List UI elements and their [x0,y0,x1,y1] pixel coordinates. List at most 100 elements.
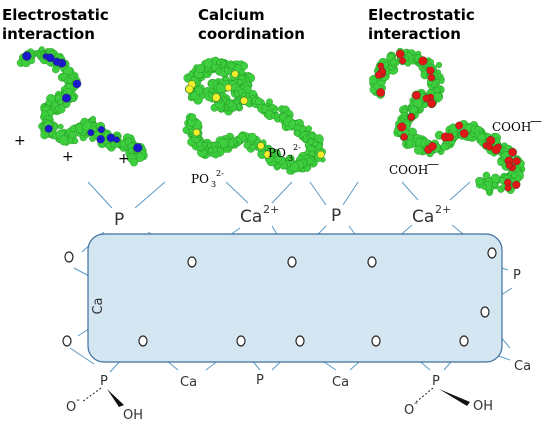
phosphate-label-sub: 3 [211,180,216,189]
phosphate-label-sub: 3 [288,154,293,163]
protein-atom [511,172,518,179]
charged-residue-atom [399,57,407,65]
charged-residue-atom [504,184,512,192]
oxide-charge: - [76,393,80,406]
charged-residue-atom [185,85,194,94]
header-middle-line1: Calcium [198,6,265,24]
protein-atom [57,98,64,105]
protein-atom [189,113,197,121]
protein-middle-image [182,56,326,175]
oxygen-atom [62,335,72,347]
protein-atom [254,97,263,106]
calcium-label: Ca [412,207,434,227]
calcium-charge: 2+ [263,203,279,216]
protein-atom [68,131,76,139]
protein-atom [477,132,486,142]
charged-residue-atom [418,56,428,66]
phosphorus-label: P [100,374,108,389]
header-right: Electrostatic interaction [368,6,475,43]
charged-residue-atom [317,150,325,159]
calcium-label: Ca [240,207,262,227]
charged-residue-atom [257,142,265,150]
charged-residue-atom [224,84,232,92]
header-right-line1: Electrostatic [368,6,475,24]
crystal-surface [87,233,503,363]
protein-atom [274,112,280,119]
header-right-line2: interaction [368,25,461,43]
charged-residue-atom [44,124,53,133]
oxide-label: O [404,403,414,418]
phosphorus-label: P [432,374,440,389]
oxygen-atom [287,256,297,268]
calcium-label: Ca [332,375,349,390]
protein-atom [52,65,60,74]
wedge-bond [107,389,124,407]
bond-line [401,181,419,201]
protein-atom [407,134,414,141]
charged-residue-atom [486,143,493,151]
charged-residue-atom [459,129,469,138]
phosphate-label-group: PO [191,172,209,186]
calcium-ion-label: Ca 2+ [240,203,279,227]
protein-atom [243,141,251,149]
carboxyl-label-group: COOH [389,163,428,177]
protein-atom [249,144,257,151]
hashed-bond [415,387,434,403]
phosphorus-label: P [256,373,264,388]
protein-atom [435,61,443,69]
charged-residue-atom [45,53,55,63]
phosphate-label-sup: 2- [293,143,301,152]
protein-right-image [369,47,526,196]
charged-residue-atom [97,126,105,134]
phosphorus-label: P [513,268,521,283]
charged-residue-atom [22,51,32,61]
wedge-bond [439,389,470,406]
charged-residue-atom [96,135,105,144]
protein-atom [414,145,424,155]
protein-atom [67,78,73,84]
protein-atom [475,176,484,186]
protein-atom [482,171,491,180]
protein-atom [239,69,246,76]
positive-charge-sign: + [62,149,74,165]
phosphorus-label: P [331,206,341,226]
charged-residue-atom [397,122,407,132]
header-left-line2: interaction [2,25,95,43]
charged-residue-atom [455,121,464,130]
charged-residue-atom [72,79,82,89]
charged-residue-atom [508,148,517,157]
oxygen-atom [64,251,74,263]
charged-residue-atom [395,49,405,59]
oxygen-atoms [62,247,497,347]
oxygen-atom [487,247,497,259]
calcium-ion-label: Ca 2+ [412,203,451,227]
charged-residue-atom [412,91,421,100]
charged-residue-atom [193,128,201,137]
bond-line [69,347,95,365]
charged-residue-atom [87,129,95,137]
protein-atom [207,147,214,154]
hashed-bond [81,387,102,403]
protein-atom [105,142,112,149]
carboxyl-label-group: COOH [492,120,531,134]
phosphate-label-2: PO 3 2- [268,143,301,163]
hydroxyl-label: OH [123,408,143,423]
charged-residue-atom [263,150,272,159]
charged-residue-atom [52,57,61,66]
bond-line [87,181,113,209]
charged-residue-atom [427,73,436,82]
charged-residue-atom [427,99,436,108]
bond-line [225,181,249,204]
carboxyl-label-2: COOH — [389,157,439,177]
charged-residue-atom [505,162,513,169]
header-left: Electrostatic interaction [2,6,109,43]
bond-line [134,181,166,209]
charged-residue-atom [428,142,437,151]
charged-residue-atom [422,94,431,103]
carboxyl-label-dash: — [530,114,542,128]
protein-atom [305,125,313,132]
bond-line [271,181,293,204]
protein-atom [269,103,276,111]
